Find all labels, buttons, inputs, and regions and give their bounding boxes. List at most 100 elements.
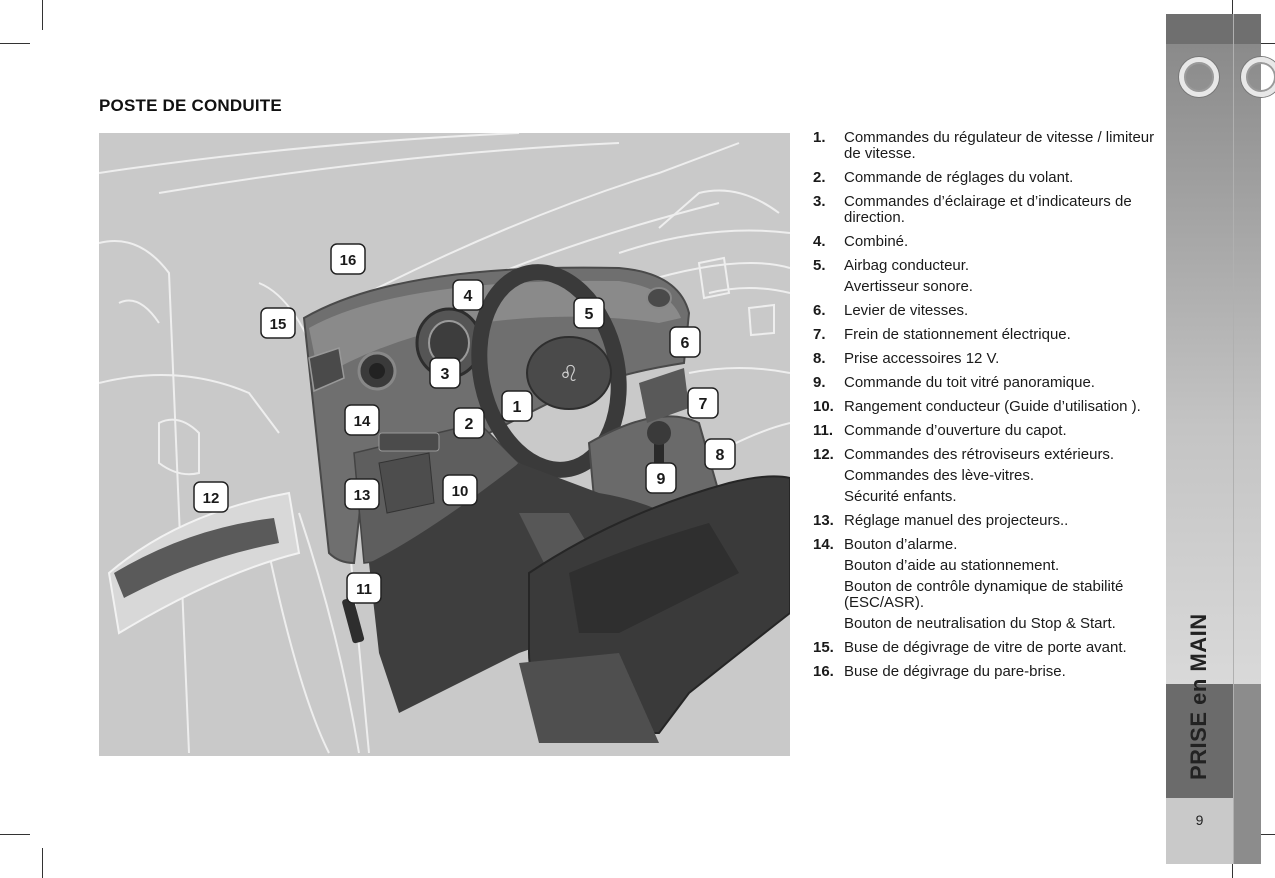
- page-title: POSTE DE CONDUITE: [99, 96, 282, 115]
- svg-text:9: 9: [657, 471, 666, 488]
- legend-item: 6. Levier de vitesses.: [813, 303, 1158, 319]
- page-number: 9: [1195, 812, 1204, 828]
- legend-item: 9.Commande du toit vitré panoramique.: [813, 375, 1158, 391]
- legend-line: 16. Buse de dégivrage du pare-brise.: [813, 664, 1158, 680]
- legend-number: 1.: [813, 129, 826, 146]
- legend-line: 7. Frein de stationnement électrique.: [813, 327, 1158, 343]
- legend-subline: Bouton d’aide au stationnement.: [844, 557, 1060, 574]
- legend-item: 16. Buse de dégivrage du pare-brise.: [813, 664, 1158, 680]
- legend-subline: Bouton de contrôle dynamique de stabilit…: [844, 578, 1124, 611]
- svg-text:6: 6: [681, 335, 690, 352]
- legend-item: 14.Bouton d’alarme.Bouton d’aide au stat…: [813, 537, 1158, 632]
- callout-12: 12: [193, 481, 229, 513]
- gear-knob: [647, 421, 671, 445]
- steering-wheel: ♌: [471, 264, 627, 478]
- legend-number: 5.: [813, 257, 826, 274]
- svg-text:13: 13: [354, 487, 371, 504]
- legend-number: 4.: [813, 233, 826, 250]
- legend-text: Buse de dégivrage du pare-brise.: [844, 663, 1066, 680]
- legend-text: Réglage manuel des projecteurs..: [844, 512, 1069, 529]
- crop-mark: [0, 834, 30, 835]
- legend-line: 2.Commande de réglages du volant.: [813, 170, 1158, 186]
- callout-5: 5: [573, 297, 605, 329]
- legend-number: 8.: [813, 350, 826, 367]
- legend-number: 3.: [813, 193, 826, 210]
- headlight-adjust-area: [378, 452, 435, 514]
- side-window-vent: [308, 347, 345, 393]
- legend-text: Levier de vitesses.: [844, 302, 969, 319]
- callout-2: 2: [453, 407, 485, 439]
- right-air-vent: [646, 287, 672, 309]
- legend-line: 13. Réglage manuel des projecteurs..: [813, 513, 1158, 529]
- legend-number: 12.: [813, 446, 834, 463]
- crop-mark: [42, 848, 43, 878]
- legend-number: 7.: [813, 326, 826, 343]
- hood-release-lever: [342, 597, 365, 644]
- side-tab-dark-block: [1166, 684, 1233, 798]
- crop-mark: [1232, 864, 1233, 878]
- legend-text: Commandes des rétroviseurs extérieurs.: [844, 446, 1115, 463]
- legend-item: 2.Commande de réglages du volant.: [813, 170, 1158, 186]
- page-number-box: [1166, 798, 1233, 864]
- legend-text: Frein de stationnement électrique.: [844, 326, 1071, 343]
- legend-item: 10. Rangement conducteur (Guide d’utilisa…: [813, 399, 1158, 415]
- binder-ring-icon: [1241, 57, 1275, 97]
- svg-text:16: 16: [340, 252, 357, 269]
- legend-text: Airbag conducteur.: [844, 257, 970, 274]
- legend-number: 11.: [813, 422, 834, 439]
- seat-cushion: [569, 523, 739, 633]
- legend-text: Commandes du régulateur de vitesse / lim…: [844, 129, 1155, 162]
- legend-subline: Sécurité enfants.: [844, 488, 957, 505]
- legend-line: 4.Combiné.: [813, 234, 1158, 250]
- legend-text: Commande de réglages du volant.: [844, 169, 1074, 186]
- seat-base: [519, 653, 659, 743]
- legend-subline: Commandes des lève-vitres.: [844, 467, 1035, 484]
- legend-line: 11. Commande d’ouverture du capot.: [813, 423, 1158, 439]
- legend-item: 8. Prise accessoires 12 V.: [813, 351, 1158, 367]
- svg-text:8: 8: [716, 447, 725, 464]
- side-tab-gradient: [1166, 44, 1261, 684]
- legend-item: 1. Commandes du régulateur de vitesse / l…: [813, 130, 1158, 162]
- svg-text:11: 11: [356, 581, 372, 598]
- legend-item: 7. Frein de stationnement électrique.: [813, 327, 1158, 343]
- legend-item: 11. Commande d’ouverture du capot.: [813, 423, 1158, 439]
- callout-14: 14: [344, 404, 380, 436]
- legend-item: 15.Buse de dégivrage de vitre de porte a…: [813, 640, 1158, 656]
- brand-lion-icon: ♌: [559, 362, 579, 387]
- callout-1: 1: [501, 390, 533, 422]
- legend-number: 10.: [813, 398, 834, 415]
- callout-3: 3: [429, 357, 461, 389]
- svg-text:15: 15: [270, 316, 287, 333]
- legend-subline: Bouton de neutralisation du Stop & Start…: [844, 615, 1116, 632]
- callout-13: 13: [344, 478, 380, 510]
- gear-lever: [654, 433, 664, 473]
- svg-text:2: 2: [465, 416, 474, 433]
- callout-8: 8: [704, 438, 736, 470]
- legend-number: 14.: [813, 536, 834, 553]
- callout-markers: 1 2 3 4 5 6 7: [193, 243, 736, 604]
- callout-15: 15: [260, 307, 296, 339]
- legend-text: Commandes d’éclairage et d’indicateurs d…: [844, 193, 1132, 226]
- legend-item: 13. Réglage manuel des projecteurs..: [813, 513, 1158, 529]
- legend-item: 5.Airbag conducteur.Avertisseur sonore.: [813, 258, 1158, 295]
- legend-line: 6. Levier de vitesses.: [813, 303, 1158, 319]
- svg-text:10: 10: [452, 483, 469, 500]
- legend-line: 8. Prise accessoires 12 V.: [813, 351, 1158, 367]
- svg-text:14: 14: [354, 413, 371, 430]
- callout-6: 6: [669, 326, 701, 358]
- legend-text: Rangement conducteur (Guide d’utilisatio…: [844, 398, 1141, 415]
- legend-number: 13.: [813, 512, 834, 529]
- svg-text:3: 3: [441, 366, 450, 383]
- legend-number: 15.: [813, 639, 834, 656]
- legend-text: Commande d’ouverture du capot.: [844, 422, 1067, 439]
- dashboard-illustration: ♌ 1 2: [99, 133, 790, 756]
- callout-11: 11: [346, 572, 382, 604]
- svg-text:5: 5: [585, 306, 594, 323]
- side-tab-top: [1166, 14, 1261, 44]
- legend-line: 3. Commandes d’éclairage et d’indicateurs…: [813, 194, 1158, 226]
- callout-16: 16: [330, 243, 366, 275]
- legend-text: Prise accessoires 12 V.: [844, 350, 1000, 367]
- legend-number: 6.: [813, 302, 826, 319]
- legend-number: 16.: [813, 663, 834, 680]
- vent-center: [369, 363, 385, 379]
